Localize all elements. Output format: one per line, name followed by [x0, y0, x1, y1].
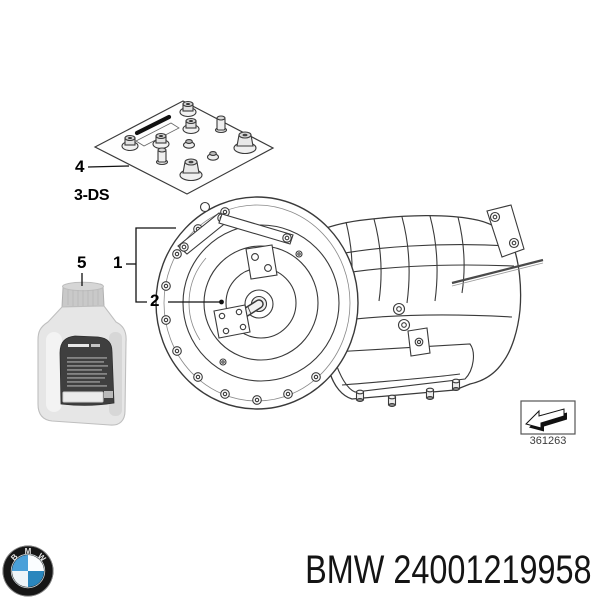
kit-rubber-mounts: [179, 131, 257, 182]
callout-1-transmission: 1: [113, 253, 123, 272]
gasket-kit-drawing: [93, 100, 275, 195]
kit-studs: [155, 115, 228, 166]
transmission-body-drawing: [295, 204, 544, 408]
part-number-text: BMW 24001219958: [305, 548, 592, 592]
oil-pan: [332, 343, 474, 393]
stamp-box: [520, 400, 576, 435]
logo-letter-m: M: [25, 547, 32, 556]
rear-cluster: [392, 302, 431, 357]
callout-lines: [81, 165, 224, 305]
bmw-logo: B M W: [2, 545, 54, 597]
kit-code-label: 3-DS: [74, 187, 110, 204]
kit-small-grommets: [182, 139, 220, 161]
torque-converter-drawing: [155, 196, 359, 410]
oil-bottle-drawing: [37, 281, 127, 426]
pan-bolts: [355, 378, 461, 408]
shaft-flange-plate: [213, 304, 251, 339]
top-linkage: [177, 201, 294, 280]
heat-shield-edge: [451, 258, 544, 285]
callout-5-oil-bottle: 5: [77, 253, 87, 272]
kit-stud-rod: [134, 114, 172, 136]
direction-arrow-icon: [525, 408, 567, 432]
drawing-number: 361263: [529, 435, 567, 447]
rear-bracket: [486, 204, 525, 258]
bottle-cap: [62, 281, 104, 292]
kit-hex-nuts: [121, 100, 200, 152]
logo-letter-b: B: [9, 552, 20, 563]
callout-4-gasket-kit: 4: [75, 157, 85, 176]
callout-2-torque-converter: 2: [150, 291, 160, 310]
